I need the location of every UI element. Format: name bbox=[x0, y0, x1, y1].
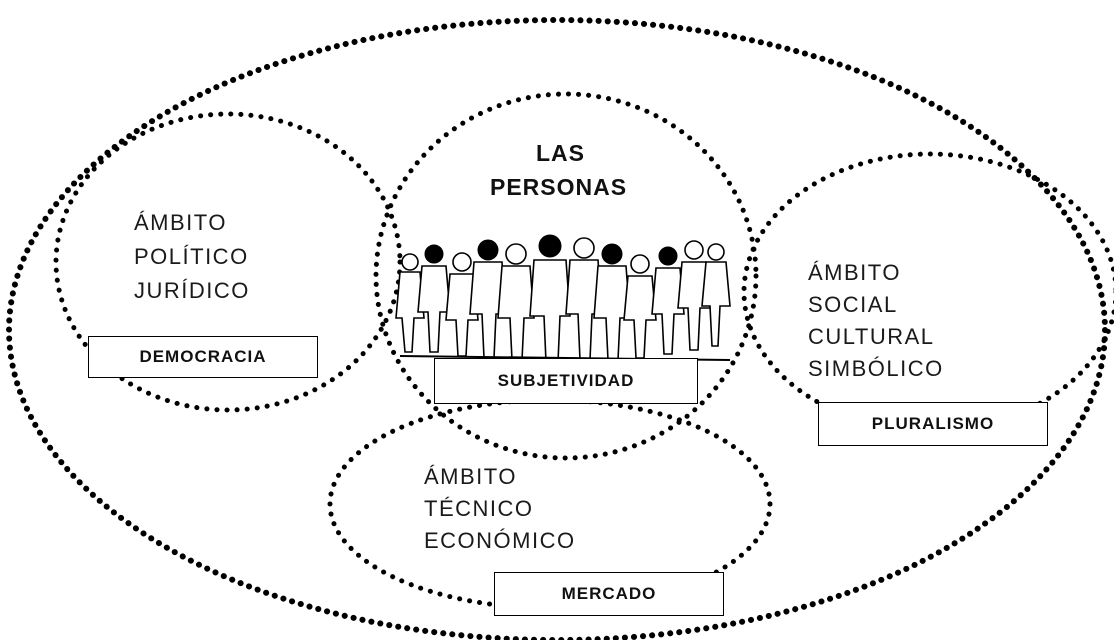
political-line1: ÁMBITO bbox=[134, 210, 227, 235]
technical-line3: ECONÓMICO bbox=[424, 528, 576, 553]
mercado-box: MERCADO bbox=[494, 572, 724, 616]
center-title-line1: LAS bbox=[536, 140, 585, 166]
person-figure bbox=[701, 243, 731, 347]
person-figure bbox=[593, 243, 631, 361]
center-title-line2: PERSONAS bbox=[490, 174, 628, 200]
social-line4: SIMBÓLICO bbox=[808, 356, 944, 381]
technical-line2: TÉCNICO bbox=[424, 496, 534, 521]
crowd-illustration bbox=[395, 234, 731, 363]
pluralismo-box: PLURALISMO bbox=[818, 402, 1048, 446]
political-line3: JURÍDICO bbox=[134, 278, 250, 303]
person-figure bbox=[529, 234, 571, 363]
social-line2: SOCIAL bbox=[808, 292, 898, 317]
democracia-box: DEMOCRACIA bbox=[88, 336, 318, 378]
outer-ellipse bbox=[6, 17, 1108, 640]
social-ellipse bbox=[741, 151, 1114, 433]
political-ellipse bbox=[53, 111, 403, 413]
subjetividad-box: SUBJETIVIDAD bbox=[434, 358, 698, 404]
social-line1: ÁMBITO bbox=[808, 260, 901, 285]
person-figure bbox=[497, 243, 535, 361]
persons-circle bbox=[373, 91, 759, 461]
person-figure bbox=[623, 254, 657, 359]
political-line2: POLÍTICO bbox=[134, 244, 249, 269]
person-figure bbox=[417, 244, 451, 353]
social-line3: CULTURAL bbox=[808, 324, 935, 349]
technical-line1: ÁMBITO bbox=[424, 464, 517, 489]
